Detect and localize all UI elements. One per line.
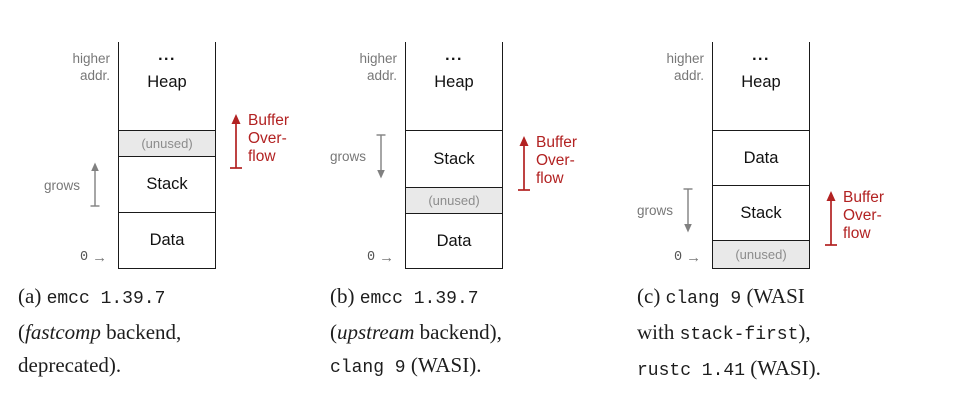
- stack-label: Stack: [433, 149, 475, 168]
- caption-line: (b) emcc 1.39.7: [330, 284, 479, 309]
- zero-address-annotation: 0 →: [367, 250, 394, 265]
- caption-line: (c) clang 9 (WASI: [637, 284, 805, 309]
- grows-label: grows: [637, 202, 674, 218]
- buffer-overflow-line1: Buffer: [843, 189, 885, 206]
- zero-address-annotation: 0 →: [674, 250, 701, 265]
- buffer-overflow-line3: flow: [843, 225, 871, 242]
- stack-label: Stack: [146, 175, 188, 193]
- grows-label: grows: [330, 148, 367, 164]
- memory-column: ... Heap (unused) Stack Data: [118, 42, 216, 269]
- stack-label: Stack: [740, 203, 782, 222]
- unused-segment: (unused): [119, 130, 215, 156]
- unused-segment: (unused): [713, 240, 809, 268]
- heap-segment: ... Heap: [713, 42, 809, 130]
- buffer-overflow-line3: flow: [248, 148, 276, 165]
- buffer-overflow-arrow-icon: [230, 114, 242, 169]
- buffer-overflow-line2: Over-: [536, 152, 575, 169]
- higher-addr-line1: higher: [359, 51, 397, 66]
- higher-addr-label: higher addr.: [325, 50, 397, 84]
- grows-up-arrow-icon: [90, 162, 100, 207]
- caption-b: (b) emcc 1.39.7 (upstream backend), clan…: [330, 280, 630, 385]
- caption-line: (fastcomp backend,: [18, 320, 182, 344]
- grows-annotation: grows: [44, 162, 101, 208]
- buffer-overflow-label: Buffer Over- flow: [248, 112, 289, 166]
- grows-label: grows: [44, 177, 81, 193]
- caption-line: rustc 1.41 (WASI).: [637, 356, 821, 381]
- zero-address-annotation: 0 →: [80, 250, 107, 265]
- data-segment: Data: [406, 213, 502, 268]
- unused-label: (unused): [428, 193, 480, 208]
- higher-addr-line2: addr.: [79, 68, 110, 83]
- higher-addr-label: higher addr.: [632, 50, 704, 84]
- right-arrow-icon: →: [379, 249, 395, 266]
- caption-line: deprecated).: [18, 353, 122, 377]
- data-label: Data: [149, 231, 185, 249]
- buffer-overflow-line2: Over-: [843, 207, 882, 224]
- heap-segment: ... Heap: [406, 42, 502, 130]
- zero-address-label: 0: [367, 250, 376, 265]
- grows-annotation: grows: [637, 187, 694, 233]
- data-segment: Data: [713, 130, 809, 185]
- heap-ellipsis: ...: [752, 47, 770, 64]
- higher-addr-line1: higher: [72, 51, 110, 66]
- data-label: Data: [743, 148, 779, 167]
- buffer-overflow-line1: Buffer: [536, 134, 578, 151]
- heap-segment: ... Heap: [119, 42, 215, 130]
- caption-a: (a) emcc 1.39.7 (fastcomp backend, depre…: [18, 280, 318, 382]
- higher-addr-label: higher addr.: [38, 50, 110, 84]
- grows-down-arrow-icon: [376, 134, 386, 179]
- higher-addr-line2: addr.: [673, 68, 704, 83]
- higher-addr-line1: higher: [666, 51, 704, 66]
- stack-segment: Stack: [119, 156, 215, 212]
- unused-label: (unused): [141, 136, 193, 151]
- buffer-overflow-label: Buffer Over- flow: [843, 189, 884, 243]
- buffer-overflow-line3: flow: [536, 170, 564, 187]
- unused-segment: (unused): [406, 187, 502, 213]
- grows-annotation: grows: [330, 133, 387, 179]
- higher-addr-line2: addr.: [366, 68, 397, 83]
- buffer-overflow-line1: Buffer: [248, 112, 290, 129]
- grows-down-arrow-icon: [683, 188, 693, 233]
- caption-line: with stack-first),: [637, 320, 811, 345]
- heap-ellipsis: ...: [158, 47, 176, 64]
- caption-c: (c) clang 9 (WASI with stack-first), rus…: [637, 280, 937, 388]
- stack-segment: Stack: [406, 130, 502, 187]
- caption-line: clang 9 (WASI).: [330, 353, 482, 378]
- data-segment: Data: [119, 212, 215, 268]
- stack-segment: Stack: [713, 185, 809, 240]
- zero-address-label: 0: [80, 250, 89, 265]
- buffer-overflow-arrow-icon: [518, 136, 530, 191]
- memory-column: ... Heap Stack (unused) Data: [405, 42, 503, 269]
- heap-label: Heap: [434, 73, 474, 91]
- heap-label: Heap: [147, 73, 187, 91]
- buffer-overflow-arrow-icon: [825, 191, 837, 246]
- right-arrow-icon: →: [92, 249, 108, 266]
- buffer-overflow-label: Buffer Over- flow: [536, 134, 577, 188]
- zero-address-label: 0: [674, 250, 683, 265]
- heap-ellipsis: ...: [445, 47, 463, 64]
- memory-column: ... Heap Data Stack (unused): [712, 42, 810, 269]
- data-label: Data: [436, 231, 472, 250]
- right-arrow-icon: →: [686, 249, 702, 266]
- caption-line: (upstream backend),: [330, 320, 502, 344]
- caption-line: (a) emcc 1.39.7: [18, 284, 166, 309]
- unused-label: (unused): [735, 247, 787, 262]
- heap-label: Heap: [741, 73, 781, 91]
- buffer-overflow-line2: Over-: [248, 130, 287, 147]
